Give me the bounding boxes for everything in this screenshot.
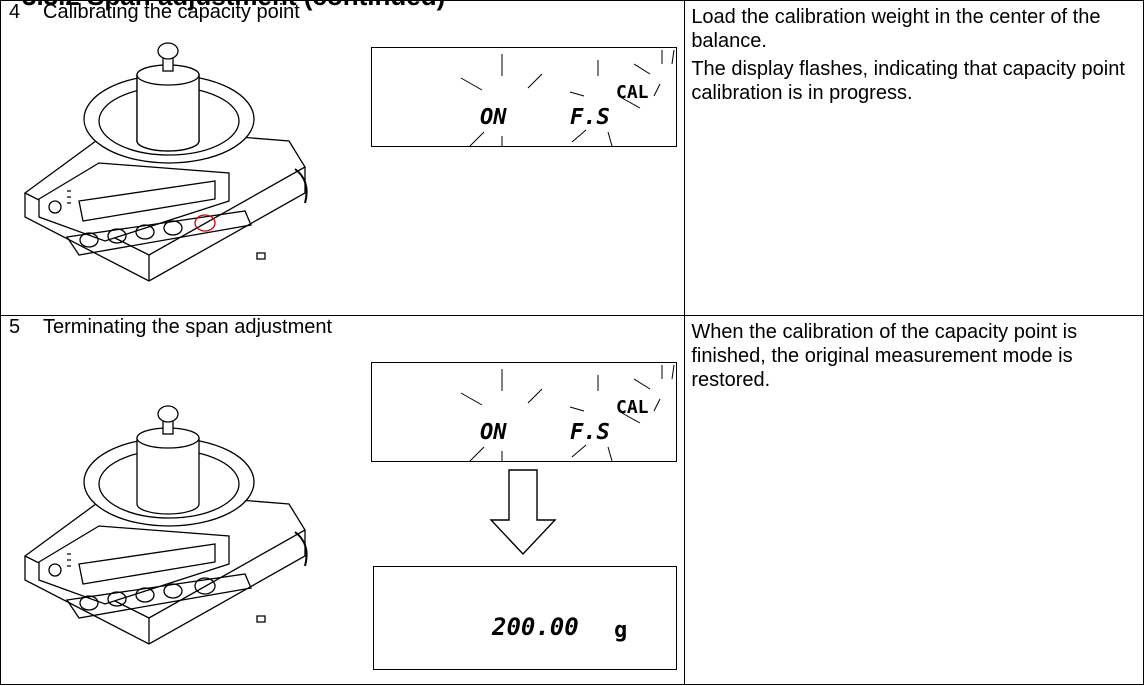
step-heading: 5 Terminating the span adjustment — [9, 316, 332, 339]
step-title: Calibrating the capacity point — [43, 1, 300, 23]
lcd-indicator-text: CAL — [616, 397, 649, 418]
lcd-left-text: ON — [480, 105, 507, 130]
balance-illustration — [23, 42, 308, 282]
lcd-indicator-text: CAL — [616, 82, 649, 103]
result-value: 200.00 — [491, 613, 579, 641]
lcd-left-text: ON — [480, 420, 507, 445]
step-row: 5 Terminating the span adjustment — [0, 315, 1144, 685]
description-paragraph: Load the calibration weight in the cente… — [691, 6, 1101, 52]
step-description-cell: When the calibration of the capacity poi… — [684, 315, 1144, 685]
step-illustration-cell: 5 Terminating the span adjustment — [0, 315, 686, 685]
step-description-cell: Load the calibration weight in the cente… — [684, 0, 1144, 316]
description-paragraph: The display flashes, indicating that cap… — [691, 58, 1125, 104]
result-unit: g — [614, 618, 627, 643]
step-title: Terminating the span adjustment — [43, 316, 333, 338]
down-arrow-icon — [489, 469, 557, 556]
lcd-middle-text: F.S — [570, 420, 610, 445]
balance-illustration — [23, 405, 308, 645]
step-description: Load the calibration weight in the cente… — [685, 1, 1143, 105]
step-heading: 4 Calibrating the capacity point — [9, 1, 300, 24]
step-row: 4 Calibrating the capacity point — [0, 0, 1144, 316]
step-number: 4 — [9, 1, 21, 23]
lcd-display: ON F.S CAL — [371, 362, 677, 462]
step-illustration-cell: 4 Calibrating the capacity point — [0, 0, 686, 316]
lcd-middle-text: F.S — [570, 105, 610, 130]
step-description: When the calibration of the capacity poi… — [685, 316, 1143, 392]
step-number: 5 — [9, 316, 21, 338]
description-paragraph: When the calibration of the capacity poi… — [691, 321, 1078, 391]
lcd-display: ON F.S CAL — [371, 47, 677, 147]
result-display: 200.00 g — [373, 566, 677, 670]
